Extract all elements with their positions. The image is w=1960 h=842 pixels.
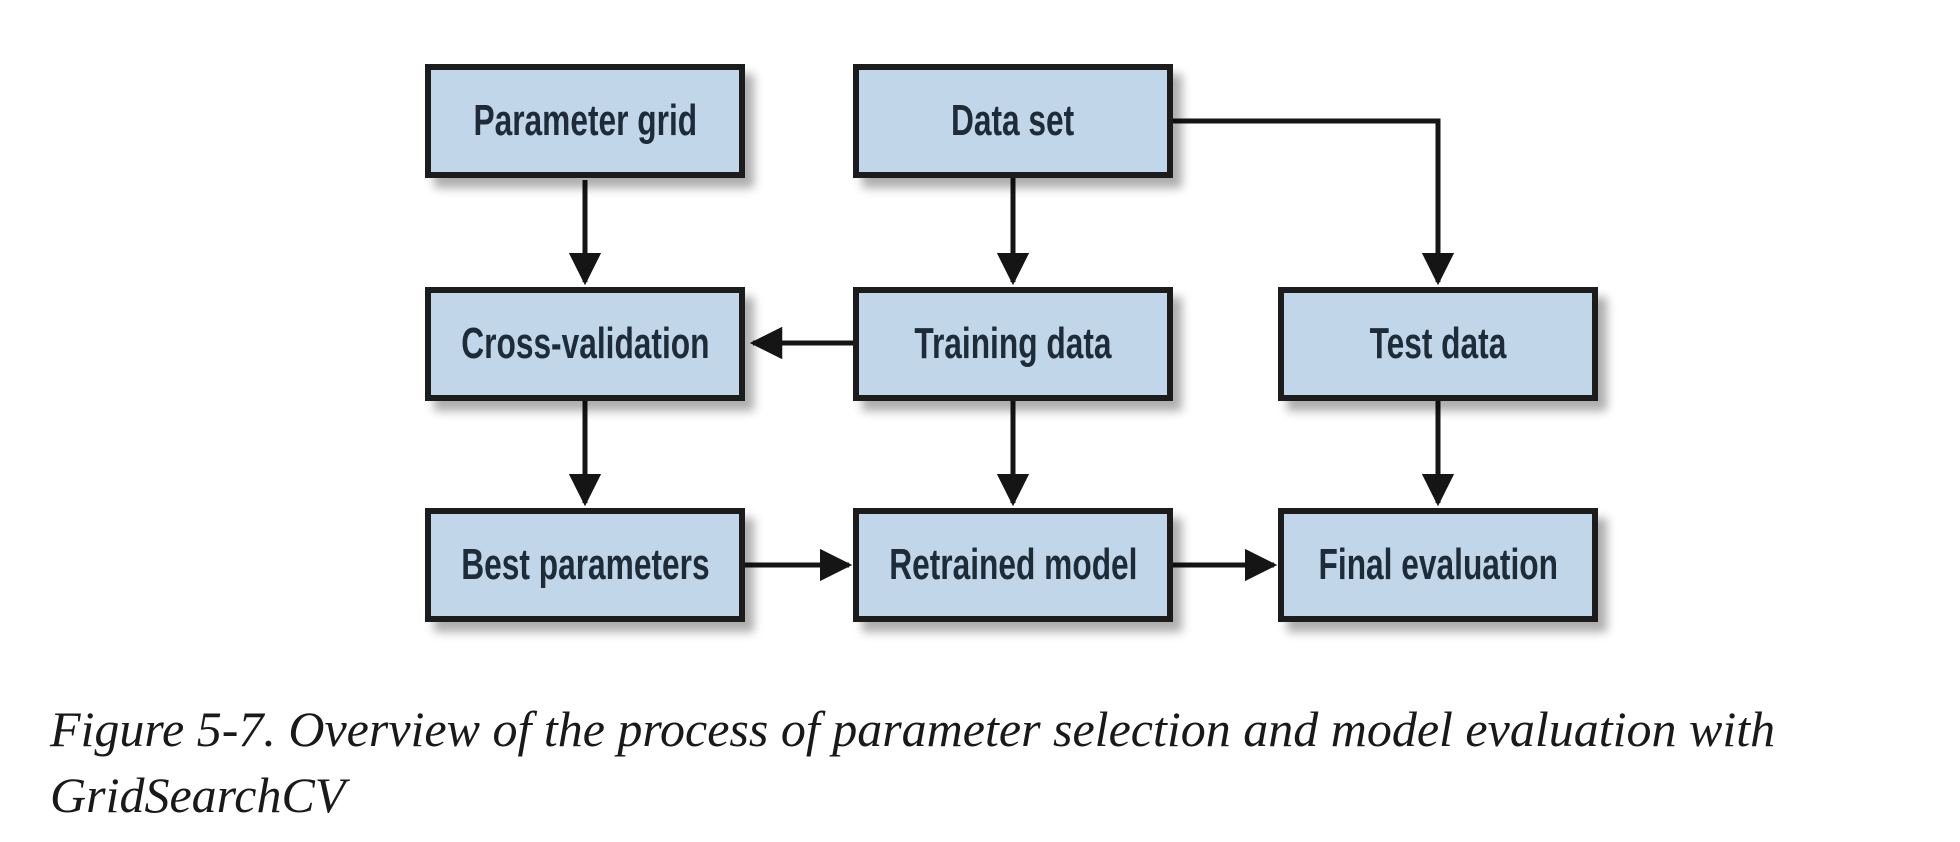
figure-caption-line2: GridSearchCV <box>50 767 346 823</box>
edge-data-set-to-test-data <box>1173 118 1455 286</box>
node-best-parameters: Best parameters <box>425 508 745 622</box>
node-test-data-label: Test data <box>1369 319 1507 368</box>
node-best-parameters-label: Best parameters <box>460 540 710 589</box>
node-data-set-label: Data set <box>951 96 1075 145</box>
node-retrained-model-label: Retrained model <box>888 540 1138 589</box>
node-parameter-grid: Parameter grid <box>425 64 745 178</box>
figure-caption-line1: Figure 5-7. Overview of the process of p… <box>50 701 1776 757</box>
node-final-evaluation: Final evaluation <box>1278 508 1598 622</box>
node-parameter-grid-label: Parameter grid <box>473 96 697 145</box>
node-training-data: Training data <box>853 287 1173 401</box>
node-cross-validation-label: Cross-validation <box>460 319 710 368</box>
node-test-data: Test data <box>1278 287 1598 401</box>
node-final-evaluation-label: Final evaluation <box>1318 540 1558 589</box>
node-cross-validation: Cross-validation <box>425 287 745 401</box>
node-data-set: Data set <box>853 64 1173 178</box>
node-training-data-label: Training data <box>914 319 1112 368</box>
node-retrained-model: Retrained model <box>853 508 1173 622</box>
figure-caption: Figure 5-7. Overview of the process of p… <box>50 696 1930 828</box>
